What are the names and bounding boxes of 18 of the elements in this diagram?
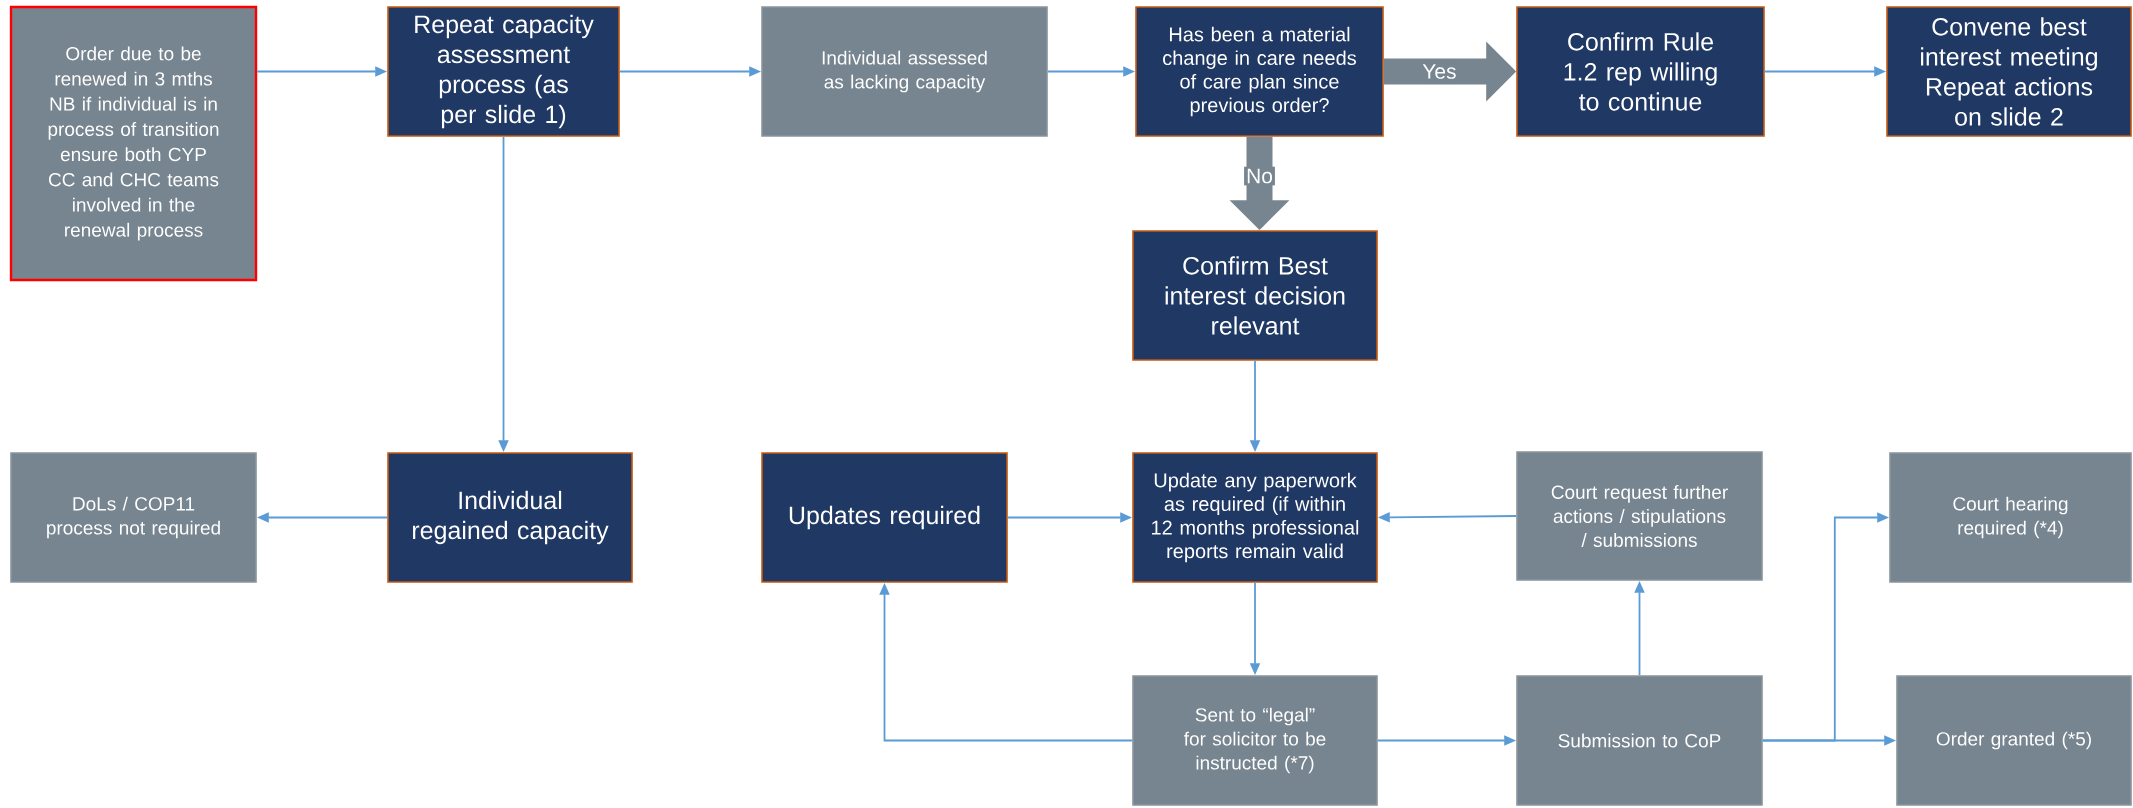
process-box: Court hearing required (*4) [1889, 452, 2132, 583]
process-box: Updates required [761, 452, 1008, 583]
edge-label: Yes [1420, 62, 1459, 81]
process-box: Convene best interest meeting Repeat actions on slide 2 [1886, 6, 2132, 137]
process-box: Court request further actions / stipulations / submissions [1516, 451, 1763, 581]
edge-label: No [1244, 166, 1275, 186]
process-box: Confirm Best interest decision relevant [1132, 230, 1378, 361]
decision-box: Has been a material change in care needs of care plan since previous order? [1135, 6, 1384, 137]
start-box: Order due to be renewed in 3 mths NB if individual is in process of transition ensure both CYP CC and CHC teams involved in the renewal process [9, 5, 258, 282]
decision-box: Update any paperwork as required (if within 12 months professional reports remain valid [1132, 452, 1378, 583]
process-box: DoLs / COP11 process not required [10, 452, 257, 583]
process-box: Submission to CoP [1516, 675, 1763, 806]
process-box: Individual regained capacity [387, 452, 633, 583]
process-box: Sent to “legal” for solicitor to be instructed (*7) [1132, 675, 1378, 806]
process-box: Order granted (*5) [1896, 675, 2132, 806]
process-box: Repeat capacity assessment process (as per slide 1) [387, 6, 620, 137]
process-box: Confirm Rule 1.2 rep willing to continue [1516, 6, 1765, 137]
process-box: Individual assessed as lacking capacity [761, 6, 1048, 137]
